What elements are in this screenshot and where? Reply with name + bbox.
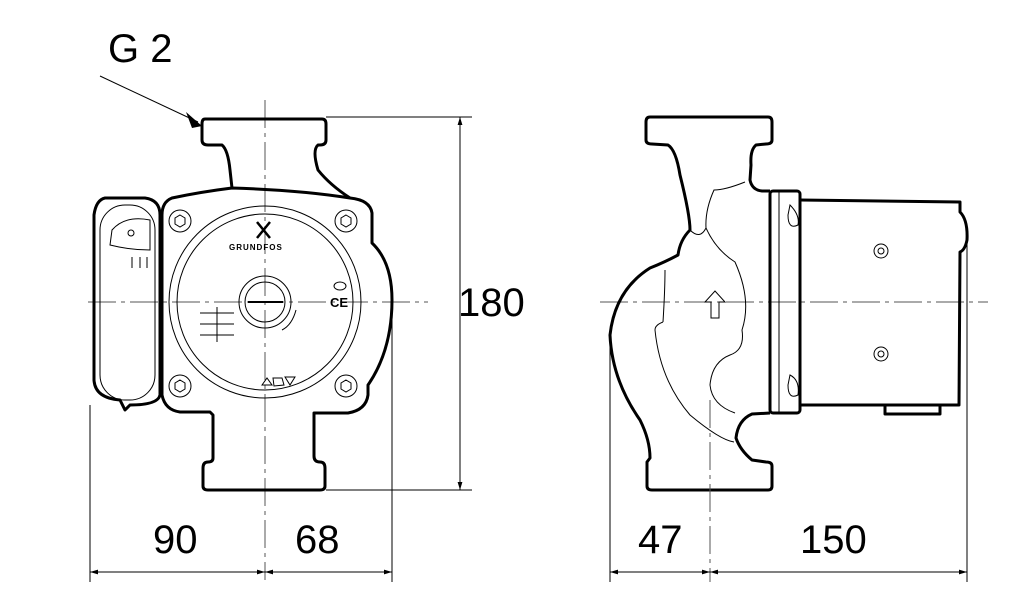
height-dimension-label: 180 (458, 281, 525, 325)
flow-arrow-icon (703, 290, 727, 319)
rotor-inner-ring (176, 213, 354, 391)
front-right-dimension-label: 68 (295, 518, 340, 562)
side-pump-housing (608, 115, 774, 492)
dimension-lines: 180 90 68 47 150 (89, 116, 968, 582)
rotation-arrow-icon (281, 309, 297, 331)
rotor-outer-ring (168, 205, 362, 399)
terminal-cover (99, 204, 156, 401)
brand-text: GRUNDFOS (229, 243, 283, 252)
thread-label: G 2 (108, 27, 172, 71)
front-view: GRUNDFOS CE (88, 100, 428, 580)
front-left-dimension-label: 90 (153, 518, 198, 562)
speed-selector-icon (200, 307, 234, 342)
side-right-dimension-label: 150 (800, 518, 867, 562)
hub-outer (238, 275, 292, 329)
motor-foot (883, 405, 942, 416)
thread-hatch-icon (186, 112, 202, 128)
thread-leader (99, 75, 199, 123)
indicator-light-icon (333, 281, 347, 291)
bolt-icon (168, 209, 358, 398)
front-body (160, 186, 394, 492)
side-left-dimension-label: 47 (638, 518, 683, 562)
hub-inner (244, 281, 286, 323)
ce-mark: CE (330, 295, 348, 310)
cutaway-outline (654, 181, 747, 443)
terminal-dial (109, 218, 151, 251)
mode-symbols-icon (261, 376, 296, 387)
screw-icon (873, 243, 889, 362)
terminal-box (92, 196, 162, 412)
motor-flange (768, 189, 802, 415)
side-view (600, 115, 988, 492)
grundfos-logo: GRUNDFOS (229, 221, 283, 252)
front-top-flange (205, 117, 351, 200)
